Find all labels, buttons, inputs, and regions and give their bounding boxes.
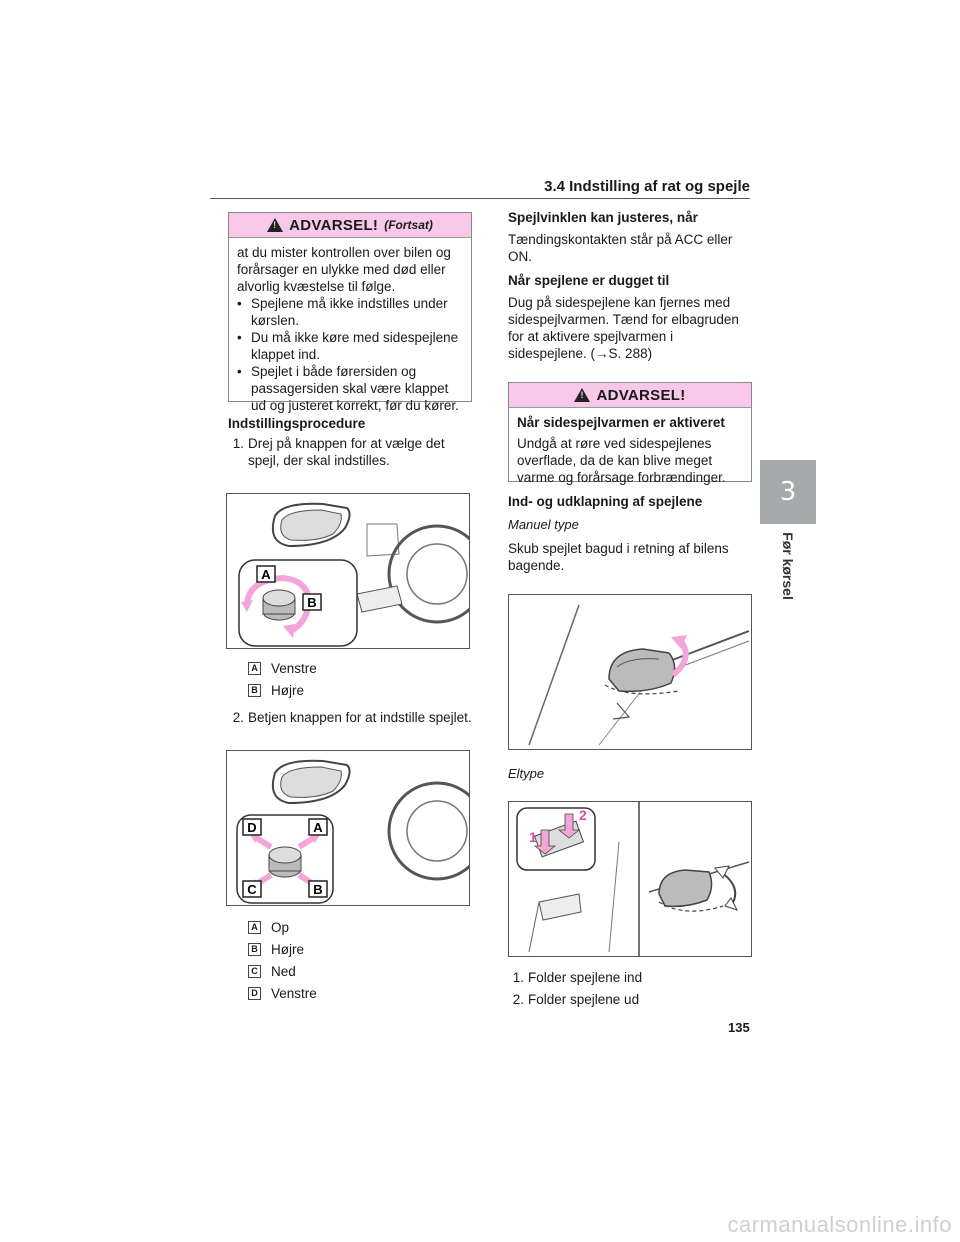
- warning-title: ADVARSEL!: [289, 216, 379, 234]
- fig4-label-1: 1: [529, 829, 537, 845]
- fig1-label-b: B: [307, 595, 316, 610]
- bullet-text: Du må ikke køre med sidespejlene klappet…: [251, 330, 459, 362]
- step-number: 1.: [512, 970, 524, 985]
- fig2-label-c: C: [247, 882, 257, 897]
- warning-body: Når sidespejlvarmen er aktiveret Undgå a…: [509, 408, 751, 494]
- bullet-text: Spejlet i både førersiden og passagersid…: [251, 364, 459, 413]
- bullet-text: Spejlene må ikke indstilles under kørsle…: [251, 296, 448, 328]
- left-column: ADVARSEL! (Fortsat) at du mister kontrol…: [226, 212, 472, 1004]
- legend-text: Op: [271, 919, 290, 935]
- electric-fold-illustration: 1 2: [516, 802, 750, 956]
- legend-text: Ned: [271, 963, 296, 979]
- warning-bullet: •Spejlene må ikke indstilles under kørsl…: [237, 295, 463, 329]
- procedure-heading: Indstillingsprocedure: [228, 416, 366, 431]
- warning-body: at du mister kontrollen over bilen og fo…: [229, 238, 471, 422]
- warning-subheading: Når sidespejlvarmen er aktiveret: [517, 415, 725, 430]
- figure-mirror-select: A B: [226, 493, 470, 649]
- fig4-label-2: 2: [579, 807, 587, 823]
- warning-intro: at du mister kontrollen over bilen og fo…: [237, 245, 451, 294]
- legend-item: B Højre: [248, 679, 472, 701]
- manual-type-text: Skub spejlet bagud i retning af bilens b…: [508, 541, 729, 573]
- legend-item: A Venstre: [248, 657, 472, 679]
- step-number: 1.: [232, 436, 244, 451]
- warning-header: ADVARSEL! (Fortsat): [229, 213, 471, 238]
- warning-icon: [267, 218, 284, 232]
- figure-manual-fold: [508, 594, 752, 750]
- warning-box-continued: ADVARSEL! (Fortsat) at du mister kontrol…: [228, 212, 472, 413]
- legend-key: B: [248, 942, 261, 956]
- chapter-tab: 3: [760, 460, 816, 524]
- fold-heading: Ind- og udklapning af spejlene: [508, 494, 703, 509]
- legend-key: A: [248, 661, 261, 675]
- figure-electric-fold: 1 2: [508, 801, 752, 957]
- warning-continued-label: (Fortsat): [384, 218, 433, 232]
- procedure-step-2: 2. Betjen knappen for at indstille spejl…: [228, 709, 472, 726]
- angle-text: Tændingskontakten står på ACC eller ON.: [508, 232, 733, 264]
- fog-text: Dug på sidespejlene kan fjernes med side…: [508, 295, 739, 361]
- manual-fold-illustration: [528, 604, 750, 746]
- legend-key: D: [248, 986, 261, 1000]
- step-text: Betjen knappen for at indstille spejlet.: [248, 710, 472, 725]
- legend-item: C Ned: [248, 960, 472, 982]
- warning-box-heater: ADVARSEL! Når sidespejlvarmen er aktiver…: [508, 382, 752, 485]
- legend-text: Venstre: [271, 660, 317, 676]
- fig1-label-a: A: [261, 567, 271, 582]
- warning-bullet: •Du må ikke køre med sidespejlene klappe…: [237, 329, 463, 363]
- procedure-step-1: 1. Drej på knappen for at vælge det spej…: [228, 435, 472, 469]
- step-text: Folder spejlene ind: [528, 970, 643, 985]
- step-text: Drej på knappen for at vælge det spejl, …: [248, 436, 445, 468]
- electric-step: 1. Folder spejlene ind: [508, 969, 752, 991]
- warning-bullet: •Spejlet i både førersiden og passagersi…: [237, 363, 463, 414]
- step-number: 2.: [512, 992, 524, 1007]
- figure-mirror-adjust: D A C B: [226, 750, 470, 906]
- fig2-label-b: B: [313, 882, 322, 897]
- legend-key: A: [248, 920, 261, 934]
- fig2-label-d: D: [247, 820, 256, 835]
- legend-text: Højre: [271, 941, 304, 957]
- manual-type-label: Manuel type: [508, 517, 579, 532]
- watermark: carmanualsonline.info: [727, 1212, 952, 1237]
- right-column: Spejlvinklen kan justeres, når Tændingsk…: [508, 210, 752, 1013]
- legend-item: A Op: [248, 916, 472, 938]
- chapter-label-wrap: Før kørsel: [762, 532, 814, 600]
- legend-item: B Højre: [248, 938, 472, 960]
- header-rule: [210, 198, 750, 199]
- step-text: Folder spejlene ud: [528, 992, 640, 1007]
- fig2-label-a: A: [313, 820, 323, 835]
- mirror-adjust-illustration: D A C B: [236, 759, 469, 904]
- warning-text: Undgå at røre ved sidespejlenes overflad…: [517, 436, 726, 485]
- page-number: 135: [728, 1020, 750, 1035]
- angle-heading: Spejlvinklen kan justeres, når: [508, 210, 698, 225]
- warning-icon: [574, 388, 591, 402]
- legend-fig1: A Venstre B Højre: [248, 657, 472, 701]
- electric-step: 2. Folder spejlene ud: [508, 991, 752, 1013]
- legend-key: B: [248, 683, 261, 697]
- legend-text: Højre: [271, 682, 304, 698]
- legend-key: C: [248, 964, 261, 978]
- step-number: 2.: [232, 710, 244, 725]
- legend-fig2: A Op B Højre C Ned D Venstre: [248, 916, 472, 1004]
- legend-item: D Venstre: [248, 982, 472, 1004]
- electric-steps: 1. Folder spejlene ind 2. Folder spejlene …: [508, 969, 752, 1013]
- mirror-select-illustration: A B: [238, 502, 469, 647]
- section-header: 3.4 Indstilling af rat og spejle: [544, 178, 750, 195]
- warning-header: ADVARSEL!: [509, 383, 751, 408]
- warning-title: ADVARSEL!: [596, 386, 686, 404]
- fog-heading: Når spejlene er dugget til: [508, 273, 670, 288]
- legend-text: Venstre: [271, 985, 317, 1001]
- chapter-label: Før kørsel: [780, 532, 797, 600]
- electric-type-label: Eltype: [508, 766, 545, 781]
